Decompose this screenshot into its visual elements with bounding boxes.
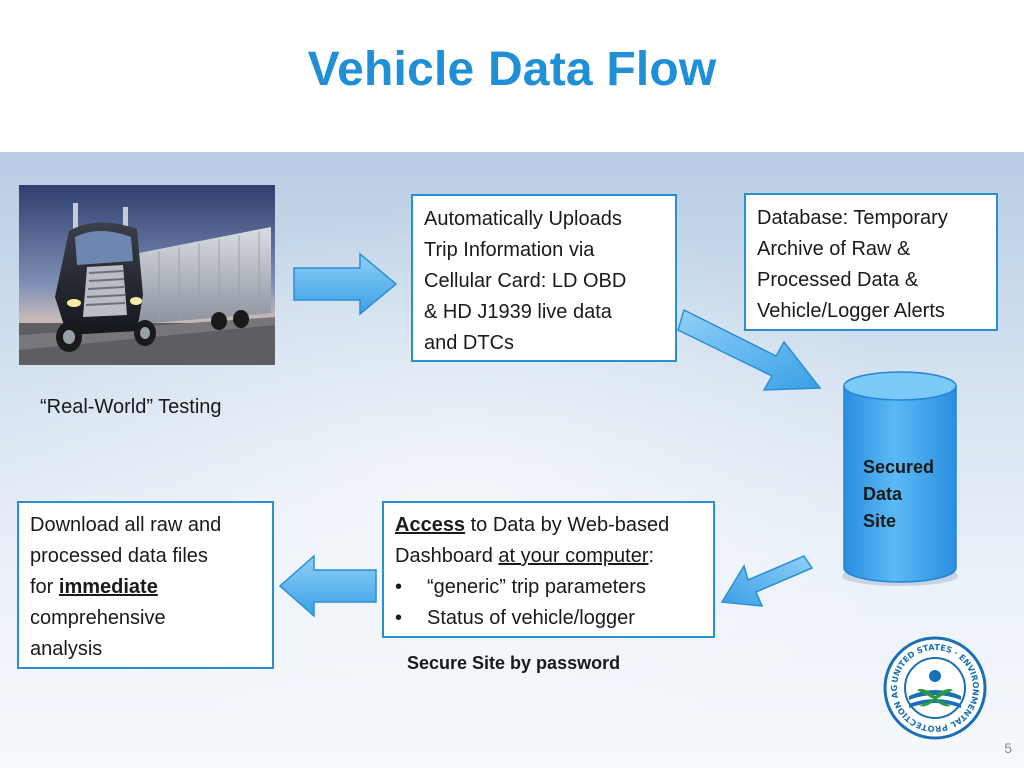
page-number: 5 [1004, 740, 1012, 756]
bullet-item-1: • “generic” trip parameters [395, 572, 702, 603]
download-line-3-prefix: for [30, 576, 59, 598]
access-dashboard-box: Access to Data by Web-based Dashboard at… [382, 501, 715, 638]
at-your-computer-text: at your computer [498, 545, 649, 567]
bullet-dot-icon: • [395, 607, 403, 629]
immediate-emphasis: immediate [58, 576, 158, 598]
secured-label-line-2: Data [863, 484, 903, 504]
right-arrow-icon [293, 252, 398, 316]
access-keyword: Access [395, 514, 466, 536]
access-line-1: Access to Data by Web-based [395, 510, 702, 541]
epa-seal-logo: UNITED STATES · ENVIRONMENTAL PROTECTION… [883, 636, 987, 740]
secured-data-site-label: Secured Data Site [863, 454, 934, 535]
database-line-4: Vehicle/Logger Alerts [757, 300, 945, 322]
access-line-1-rest: to Data by Web-based [465, 514, 670, 536]
download-line-2: processed data files [30, 545, 208, 567]
upload-line-5: and DTCs [424, 332, 515, 354]
secured-data-site-cylinder [842, 371, 958, 586]
upload-line-3: Cellular Card: LD OBD [424, 270, 627, 292]
download-line-1: Download all raw and [30, 514, 222, 536]
bullet-item-2: • Status of vehicle/logger [395, 603, 702, 634]
truck-caption: “Real-World” Testing [40, 396, 222, 418]
download-box: Download all raw and processed data file… [17, 501, 274, 669]
download-line-3: for immediate [30, 572, 261, 603]
upload-line-1: Automatically Uploads [424, 208, 622, 230]
access-line-2: Dashboard at your computer: [395, 541, 702, 572]
database-box: Database: Temporary Archive of Raw & Pro… [744, 193, 998, 331]
slide-title: Vehicle Data Flow [307, 43, 717, 96]
upload-line-4: & HD J1939 live data [424, 301, 612, 323]
diagonal-arrow-icon [677, 308, 822, 391]
secured-label-line-3: Site [863, 511, 897, 531]
bullet-text-1: “generic” trip parameters [427, 576, 646, 598]
bullet-dot-icon: • [395, 576, 403, 598]
database-line-1: Database: Temporary [757, 207, 948, 229]
download-line-5: analysis [30, 638, 103, 660]
access-line-2-suffix: : [648, 545, 655, 567]
left-arrow-icon [278, 554, 377, 618]
access-line-2-prefix: Dashboard [395, 545, 499, 567]
upload-line-2: Trip Information via [424, 239, 595, 261]
secured-label-line-1: Secured [863, 457, 935, 477]
upload-info-box: Automatically Uploads Trip Information v… [411, 194, 677, 362]
download-line-4: comprehensive [30, 607, 166, 629]
bullet-text-2: Status of vehicle/logger [427, 607, 635, 629]
truck-photo [19, 185, 275, 365]
down-left-arrow-icon [720, 555, 814, 607]
database-line-2: Archive of Raw & [757, 238, 911, 260]
database-line-3: Processed Data & [757, 269, 919, 291]
password-note: Secure Site by password [407, 653, 621, 673]
